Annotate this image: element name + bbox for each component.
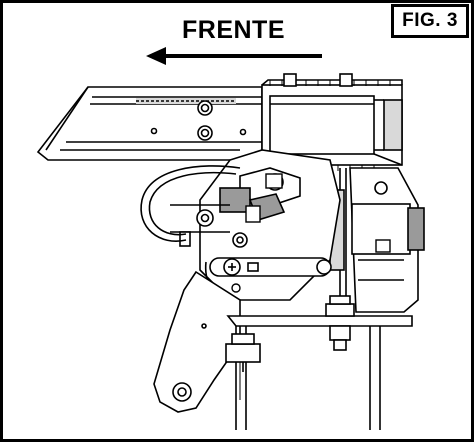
fasteners [231,173,391,293]
frame-rail [36,86,263,161]
arrow-left-icon [146,47,322,65]
figure-label: FIG. 3 [391,4,469,38]
upper-bracket [261,73,403,171]
right-housing [324,167,425,313]
lever-arm [204,257,332,299]
hanger-plate [153,270,241,413]
direction-label: FRENTE [182,16,285,44]
mounting-bracket [225,295,413,430]
air-hose [140,165,241,242]
